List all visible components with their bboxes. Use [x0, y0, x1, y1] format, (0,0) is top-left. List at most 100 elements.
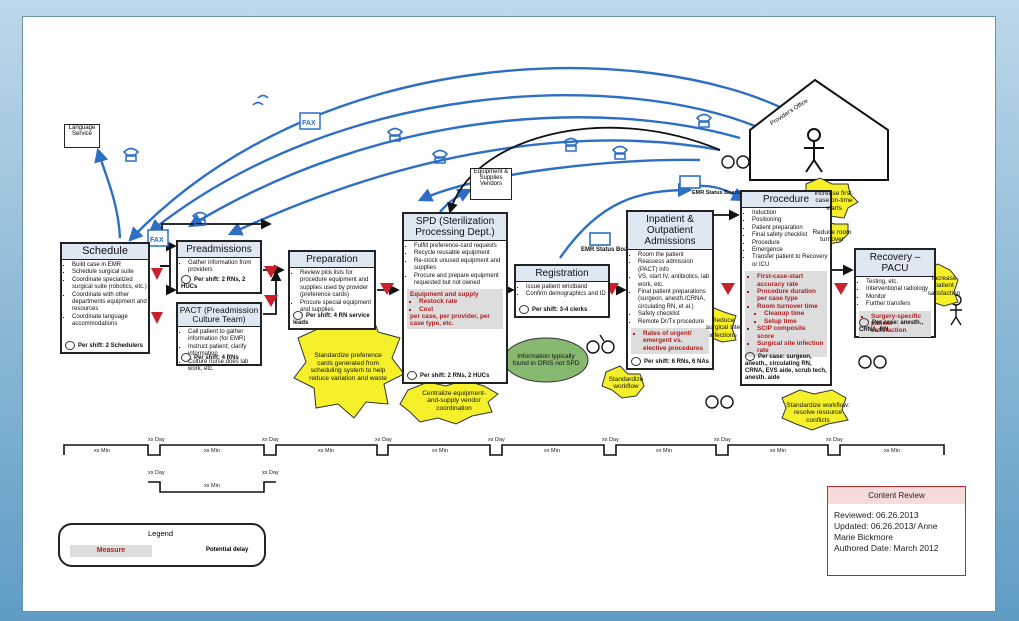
legend-title: Legend — [148, 529, 174, 538]
flow-vendor — [439, 188, 473, 213]
preparation-box: Preparation Review pick lists for proced… — [288, 250, 376, 330]
note-reduce-turnover: Reduce room turnover — [812, 228, 852, 244]
note-resolve-conflicts: Standardize workflow: resolve resource c… — [786, 401, 850, 424]
legend: Legend Measure Potential delay — [58, 523, 266, 567]
recovery-title: Recovery – PACU — [856, 250, 934, 277]
svg-text:FAX: FAX — [302, 120, 316, 127]
preadmissions-box: Preadmissions Gather information from pr… — [176, 240, 262, 294]
clock-icon — [181, 275, 191, 284]
flow-curve-1 — [128, 67, 791, 242]
updated-date: Updated: 06.26.2013/ Anne Marie Bickmore — [834, 521, 938, 542]
flow-curve-4 — [227, 139, 721, 236]
provider-office-icon — [749, 78, 889, 181]
language-service-box: Language Service — [64, 124, 100, 148]
flow-curve-2 — [148, 94, 761, 234]
schedule-box: Schedule Build case in EMR Schedule surg… — [60, 242, 150, 354]
content-review-title: Content Review — [828, 487, 965, 504]
inpatient-shift: Per shift: 6 RNs, 6 NAs — [631, 357, 709, 366]
recovery-shift: Per case: anesth., CRNA, RN — [859, 317, 929, 334]
reviewed-date: Reviewed: 06.26.2013 — [834, 510, 919, 520]
flow-curve-5 — [417, 158, 701, 202]
preparation-title: Preparation — [290, 252, 374, 268]
preparation-shift: Per shift: 4 RN service leads — [293, 311, 374, 326]
clock-icon — [293, 311, 303, 320]
clock-icon — [407, 371, 417, 380]
emr-board-label-2: EMR Status Board — [692, 190, 740, 196]
fax-icons — [147, 112, 321, 247]
note-reduce-ssi: Reduce surgical site infections — [705, 316, 741, 339]
note-first-case: Increase first-case on-time starts — [814, 189, 854, 212]
procedure-box: Procedure Induction Positioning Patient … — [740, 190, 832, 386]
timeline-day: xx Day — [148, 470, 165, 476]
timeline-day: xx Day — [488, 437, 505, 443]
timeline-day: xx Day — [148, 437, 165, 443]
timeline-min: xx Min — [544, 448, 560, 454]
clock-icon — [745, 351, 755, 361]
recovery-measure: Surgery-specific patient satisfaction — [859, 310, 931, 337]
schedule-list: Build case in EMR Schedule surgical suit… — [62, 262, 148, 329]
clock-icon — [519, 305, 529, 314]
delay-markers — [151, 266, 848, 324]
timeline — [63, 444, 945, 493]
kaizen-bursts — [293, 177, 959, 431]
phone-icons — [122, 94, 713, 226]
legend-delay: Potential delay — [206, 547, 249, 553]
timeline-day: xx Day — [826, 437, 843, 443]
timeline-day: xx Day — [375, 437, 392, 443]
pact-shift: Per shift: 4 RNs — [181, 353, 239, 362]
inpatient-measure: Rates of urgent/ emergent vs. elective p… — [631, 328, 709, 355]
spd-shift: Per shift: 2 RNs, 2 HUCs — [407, 371, 489, 380]
legend-measure: Measure — [70, 545, 152, 557]
recovery-box: Recovery – PACU Testing, etc. Interventi… — [854, 248, 936, 338]
registration-box: Registration Issue patient wristband Con… — [514, 264, 610, 318]
registration-shift: Per shift: 3-4 clerks — [519, 305, 587, 314]
clock-icon — [65, 341, 75, 350]
timeline-day: xx Day — [714, 437, 731, 443]
spd-title: SPD (Sterilization Processing Dept.) — [404, 214, 506, 241]
people-icons — [586, 155, 962, 409]
timeline-day: xx Day — [602, 437, 619, 443]
svg-text:FAX: FAX — [150, 237, 164, 244]
note-standardize-workflow: Standardize workflow — [608, 375, 644, 391]
authored-date: Authored Date: March 2012 — [834, 543, 939, 553]
note-centralize: Centralize equipment-and-supply vendor c… — [422, 389, 486, 412]
registration-title: Registration — [516, 266, 608, 282]
timeline-min: xx Min — [318, 448, 334, 454]
timeline-min: xx Min — [432, 448, 448, 454]
schedule-shift: Per shift: 2 Schedulers — [65, 341, 143, 350]
timeline-min: xx Min — [94, 448, 110, 454]
inpatient-title: Inpatient & Outpatient Admissions — [628, 212, 712, 250]
spd-box: SPD (Sterilization Processing Dept.) Ful… — [402, 212, 508, 384]
timeline-min: xx Min — [204, 448, 220, 454]
procedure-measure: First-case-start accuracy rate Procedure… — [745, 271, 827, 357]
flow-language — [94, 147, 122, 239]
inpatient-box: Inpatient & Outpatient Admissions Room t… — [626, 210, 714, 370]
clock-icon — [859, 317, 869, 327]
spd-measure: Equipment and supply Restock rateCost pe… — [407, 289, 503, 330]
preadmissions-shift: Per shift: 2 RNs, 2 HUCs — [181, 275, 260, 290]
timeline-min: xx Min — [204, 483, 220, 489]
timeline-day: xx Day — [262, 437, 279, 443]
emr-board-icons — [589, 175, 701, 246]
note-standardize-cards: Standardize preference cards generated f… — [309, 352, 387, 382]
note-info-oris: Information typically found in ORIS not … — [512, 352, 580, 368]
timeline-day: xx Day — [262, 470, 279, 476]
timeline-min: xx Min — [770, 448, 786, 454]
procedure-shift: Per case: surgeon, anesth., circulating … — [745, 351, 829, 382]
note-satisfaction: Increase patient satisfaction — [927, 274, 961, 297]
procedure-title: Procedure — [742, 192, 830, 208]
flow-emr — [559, 182, 693, 259]
flow-black-curve — [447, 126, 721, 214]
pact-box: PACT (Preadmission Culture Team) Call pa… — [176, 302, 262, 372]
emr-board-label: EMR Status Board — [581, 247, 634, 253]
pact-title: PACT (Preadmission Culture Team) — [178, 304, 260, 327]
preadmissions-title: Preadmissions — [178, 242, 260, 258]
schedule-title: Schedule — [62, 244, 148, 260]
clock-icon — [181, 353, 191, 362]
vendors-box: Equipment & Supplies Vendors — [470, 168, 512, 200]
content-review-box: Content Review Reviewed: 06.26.2013 Upda… — [827, 486, 966, 576]
timeline-min: xx Min — [884, 448, 900, 454]
flow-curve-3 — [187, 116, 741, 228]
clock-icon — [631, 357, 641, 366]
